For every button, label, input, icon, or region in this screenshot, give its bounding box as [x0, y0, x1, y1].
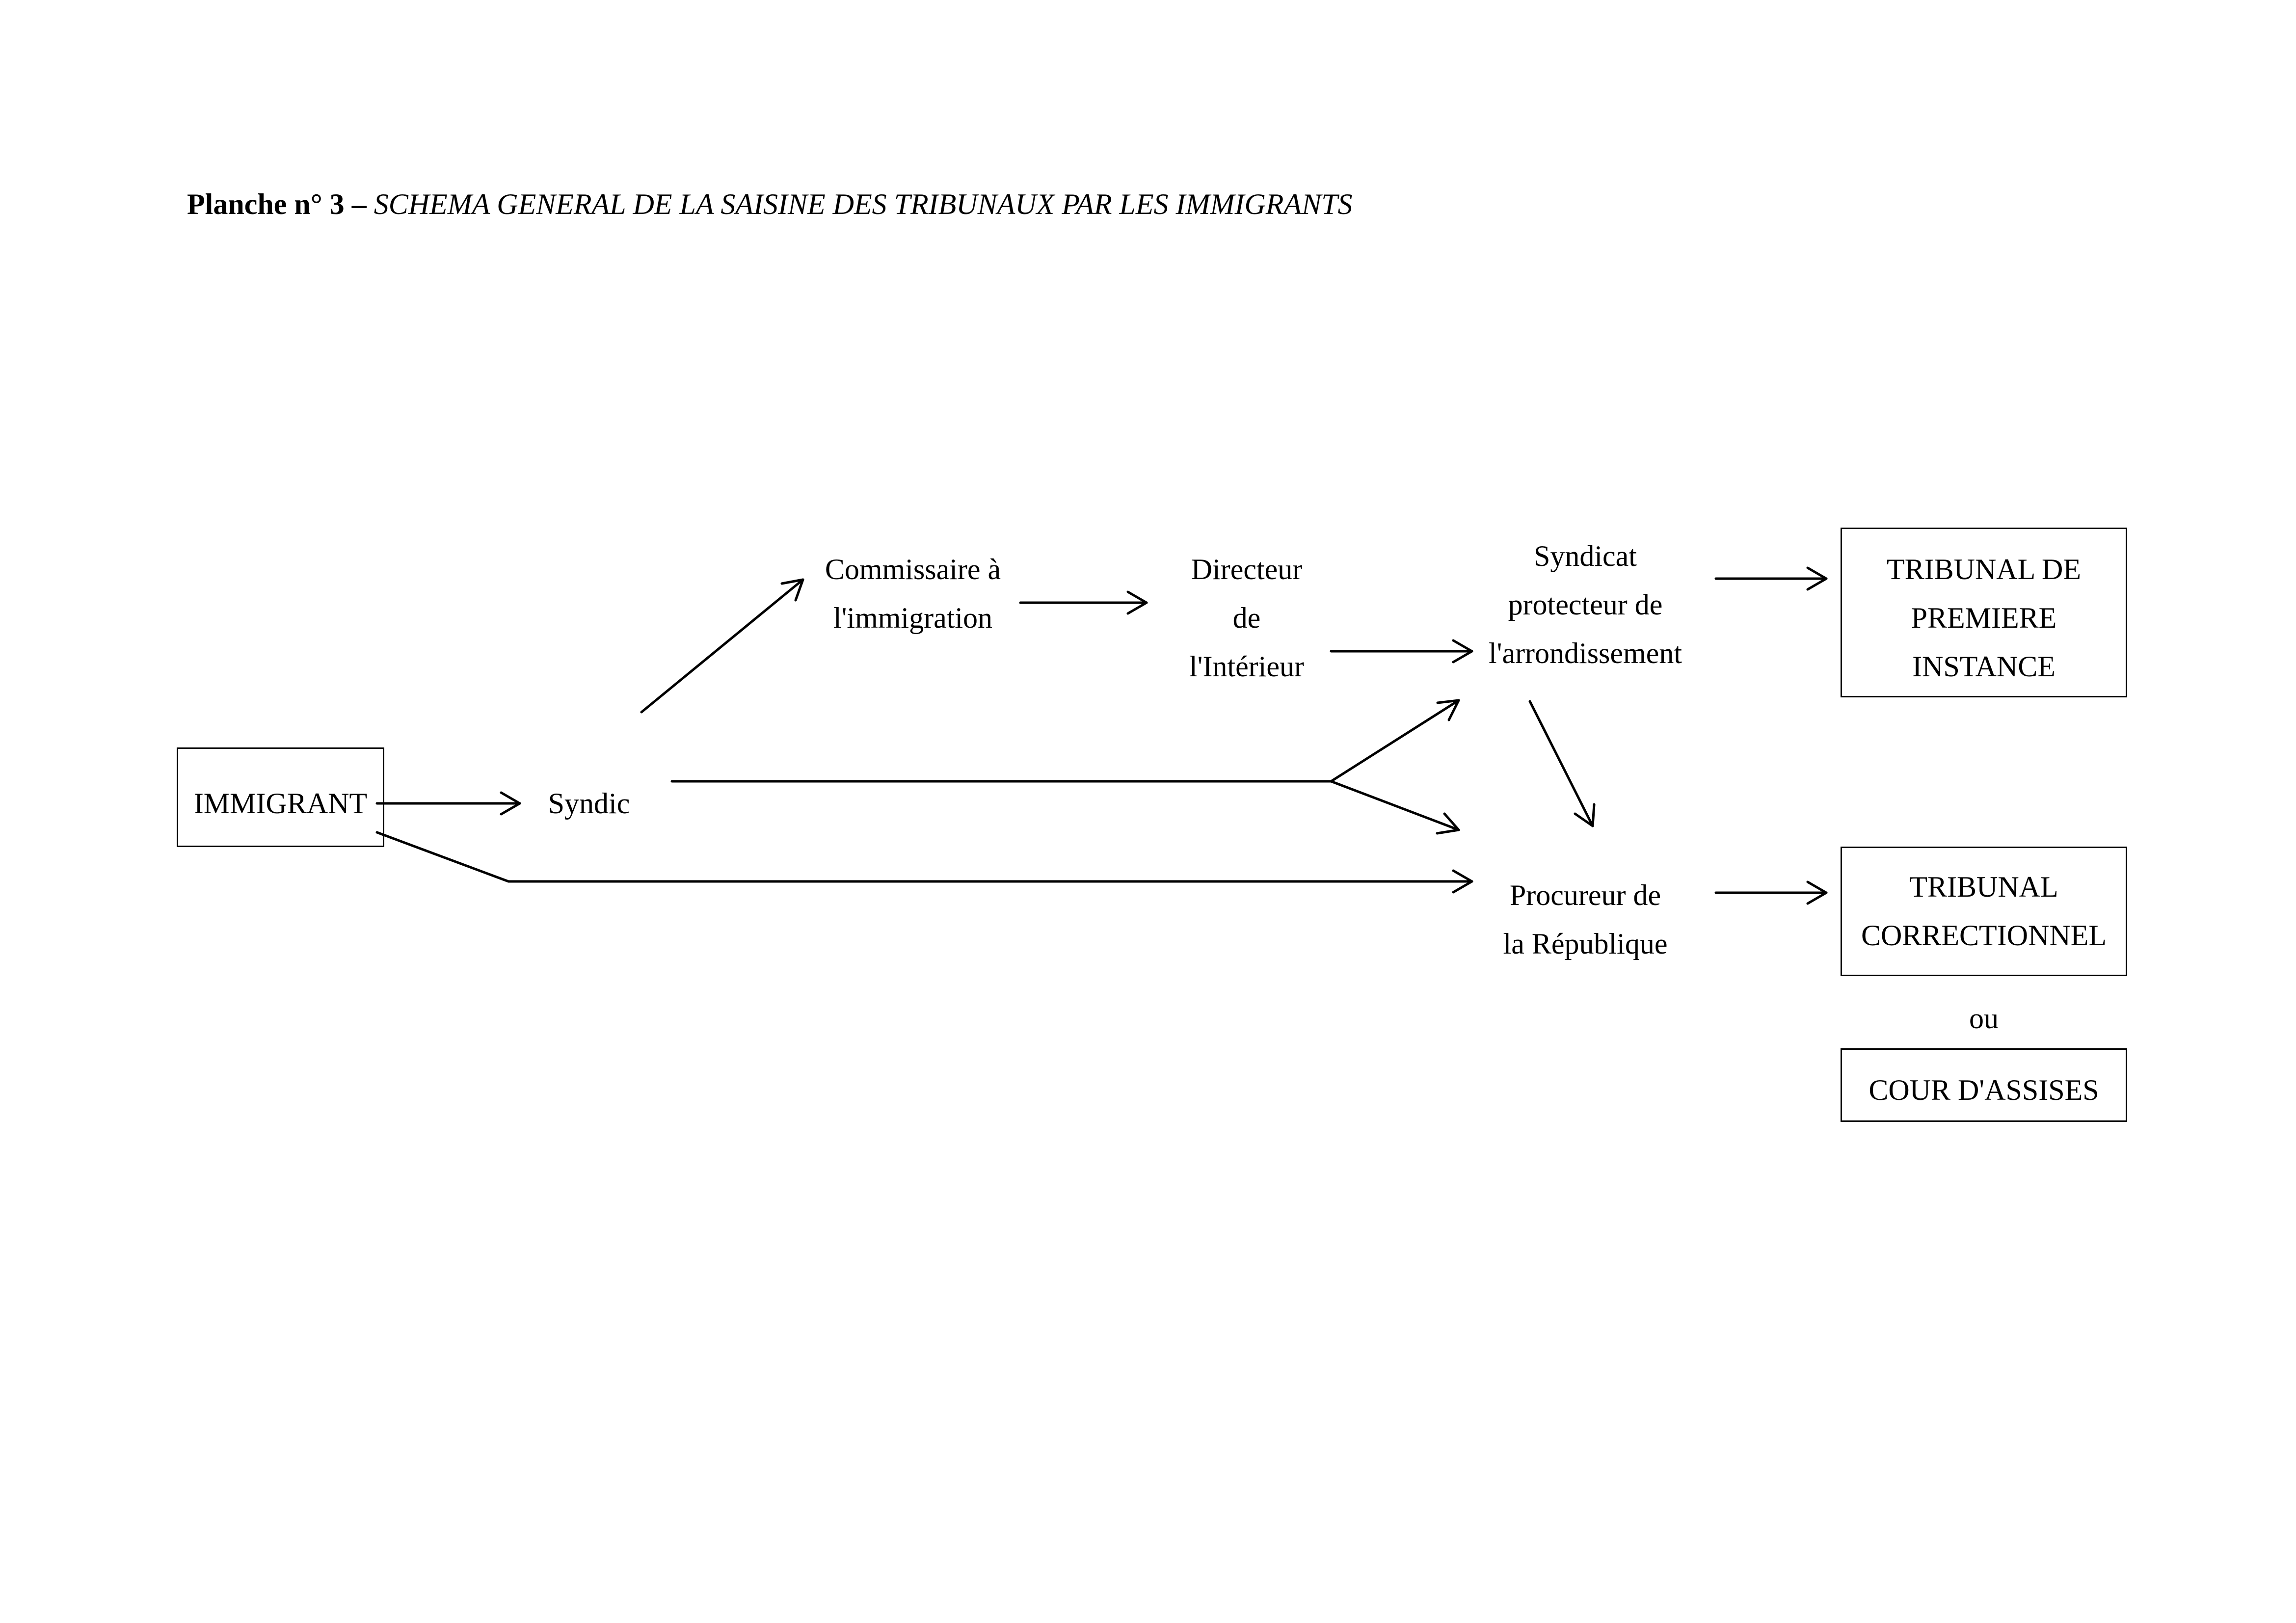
title-separator: – [344, 188, 374, 220]
syndicat-label-line-3: l'arrondissement [1488, 637, 1682, 669]
tribunal-correctionnel-label-line-1: TRIBUNAL [1909, 871, 2058, 903]
tribunal-premiere-label-line-1: TRIBUNAL DE [1886, 553, 2082, 585]
plate-title-text: SCHEMA GENERAL DE LA SAISINE DES TRIBUNA… [374, 188, 1353, 220]
directeur-node: Directeur de l'Intérieur [1148, 545, 1345, 691]
syndicat-node: Syndicat protecteur de l'arrondissement [1443, 532, 1728, 678]
procureur-node: Procureur de la République [1463, 871, 1708, 968]
arrow-commissaire-to-directeur [1019, 590, 1148, 615]
arrow-syndicat-to-tribunal-premiere [1714, 566, 1828, 591]
commissaire-label-line-2: l'immigration [833, 602, 993, 634]
tribunal-premiere-label-line-2: PREMIERE [1911, 602, 2057, 634]
immigrant-label: IMMIGRANT [193, 787, 368, 820]
tribunal-premiere-instance-node: TRIBUNAL DE PREMIERE INSTANCE [1841, 545, 2127, 691]
arrow-procureur-to-tribunal-correctionnel [1714, 880, 1828, 905]
directeur-label-line-3: l'Intérieur [1189, 650, 1305, 683]
tribunal-correctionnel-node: TRIBUNAL CORRECTIONNEL [1841, 863, 2127, 960]
cour-assises-box [1841, 1048, 2127, 1122]
commissaire-node: Commissaire à l'immigration [775, 545, 1050, 642]
arrow-immigrant-to-syndic [375, 791, 521, 816]
arrow-syndic-to-commissaire [640, 578, 804, 714]
ou-connector: ou [1841, 994, 2127, 1043]
syndic-label: Syndic [548, 787, 630, 820]
commissaire-label-line-1: Commissaire à [825, 553, 1001, 585]
plate-title: Planche n° 3 – SCHEMA GENERAL DE LA SAIS… [187, 187, 1352, 221]
immigrant-node: IMMIGRANT [177, 779, 384, 828]
cour-assises-label: COUR D'ASSISES [1869, 1074, 2099, 1106]
cour-assises-node: COUR D'ASSISES [1841, 1066, 2127, 1115]
tribunal-premiere-label-line-3: INSTANCE [1912, 650, 2056, 683]
arrow-directeur-to-syndicat [1330, 639, 1473, 664]
arrow-immigrant-to-procureur [375, 831, 1473, 894]
arrow-syndic-to-syndicat [670, 699, 1460, 783]
syndicat-label-line-2: protecteur de [1508, 588, 1663, 621]
directeur-label-line-2: de [1232, 602, 1261, 634]
syndic-node: Syndic [515, 779, 663, 828]
immigrant-box [177, 747, 384, 847]
directeur-label-line-1: Directeur [1191, 553, 1303, 585]
tribunal-correctionnel-label-line-2: CORRECTIONNEL [1861, 919, 2107, 952]
syndicat-label-line-1: Syndicat [1534, 540, 1637, 572]
plate-number: Planche n° 3 [187, 188, 345, 220]
procureur-label-line-2: la République [1503, 928, 1668, 960]
procureur-label-line-1: Procureur de [1509, 879, 1661, 911]
ou-label: ou [1969, 1002, 1999, 1035]
arrow-syndicat-to-procureur [1528, 700, 1596, 827]
arrow-syndic-to-procureur [1330, 780, 1460, 835]
tribunal-premiere-instance-box [1841, 528, 2127, 697]
tribunal-correctionnel-box [1841, 847, 2127, 976]
